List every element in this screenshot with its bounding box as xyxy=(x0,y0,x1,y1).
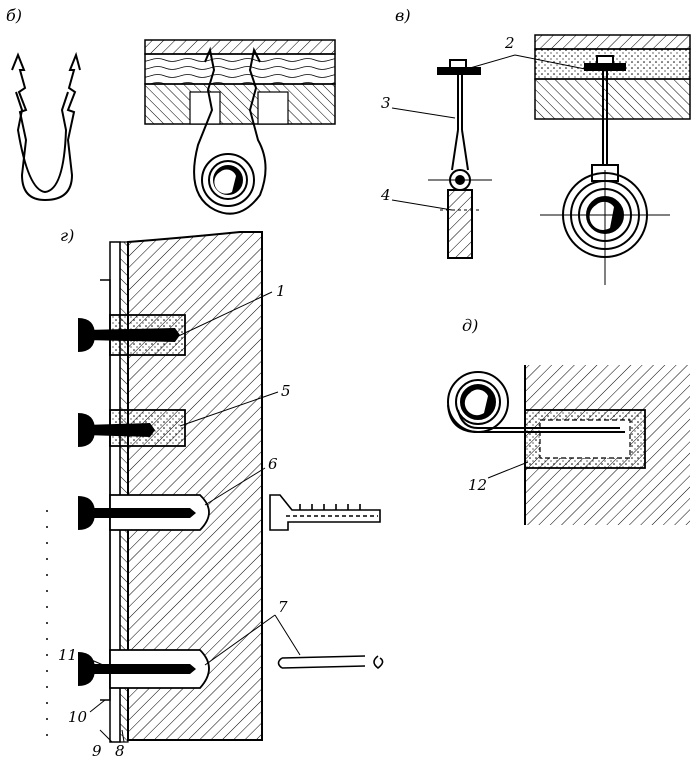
panel-v-slab-section xyxy=(534,34,691,120)
panel-g-leader-6 xyxy=(204,467,266,506)
callout-2: 2 xyxy=(505,34,515,52)
panel-d-leader-12 xyxy=(487,461,529,479)
panel-g-leader-11 xyxy=(79,654,111,669)
callout-8: 8 xyxy=(115,742,125,760)
panel-label-d: д) xyxy=(462,316,479,335)
panel-g-wall xyxy=(100,231,263,743)
panel-g-leader-7 xyxy=(204,614,301,666)
panel-g-dowel-7-detail xyxy=(277,655,384,670)
callout-5: 5 xyxy=(281,382,291,400)
panel-g-dowel-1 xyxy=(78,314,186,356)
panel-g-leader-9 xyxy=(99,729,113,743)
panel-label-v: в) xyxy=(395,6,411,25)
panel-g-leader-10 xyxy=(89,699,106,713)
panel-label-b: б) xyxy=(6,6,23,25)
panel-v-hanger-side xyxy=(428,59,492,259)
panel-g-dowel-6-detail xyxy=(269,494,381,531)
panel-g-leader-8 xyxy=(121,729,125,743)
callout-10: 10 xyxy=(68,708,88,726)
panel-d-wall xyxy=(524,365,690,525)
callout-3: 3 xyxy=(381,94,391,112)
callout-11: 11 xyxy=(58,646,78,664)
panel-g-dowel-7 xyxy=(78,649,210,689)
panel-d-clamp xyxy=(447,371,625,433)
panel-g-dowel-5 xyxy=(78,409,186,447)
callout-4: 4 xyxy=(381,186,391,204)
panel-g-leader-5 xyxy=(179,391,279,427)
panel-b-installed-clip xyxy=(193,46,267,215)
callout-7: 7 xyxy=(278,598,288,616)
panel-label-g: г) xyxy=(60,226,75,245)
panel-v-leader-4 xyxy=(391,199,453,211)
panel-g-leader-1 xyxy=(169,291,273,341)
callout-1: 1 xyxy=(276,282,286,300)
panel-b-floor-section xyxy=(144,39,336,125)
panel-g-dowel-6 xyxy=(78,494,210,531)
panel-v-leader-2 xyxy=(469,54,591,71)
callout-6: 6 xyxy=(268,455,278,473)
callout-12: 12 xyxy=(468,476,488,494)
callout-9: 9 xyxy=(92,742,102,760)
panel-v-hanger-front xyxy=(540,55,670,285)
panel-v-leader-3 xyxy=(391,107,456,119)
panel-b-loose-clip xyxy=(11,51,81,202)
